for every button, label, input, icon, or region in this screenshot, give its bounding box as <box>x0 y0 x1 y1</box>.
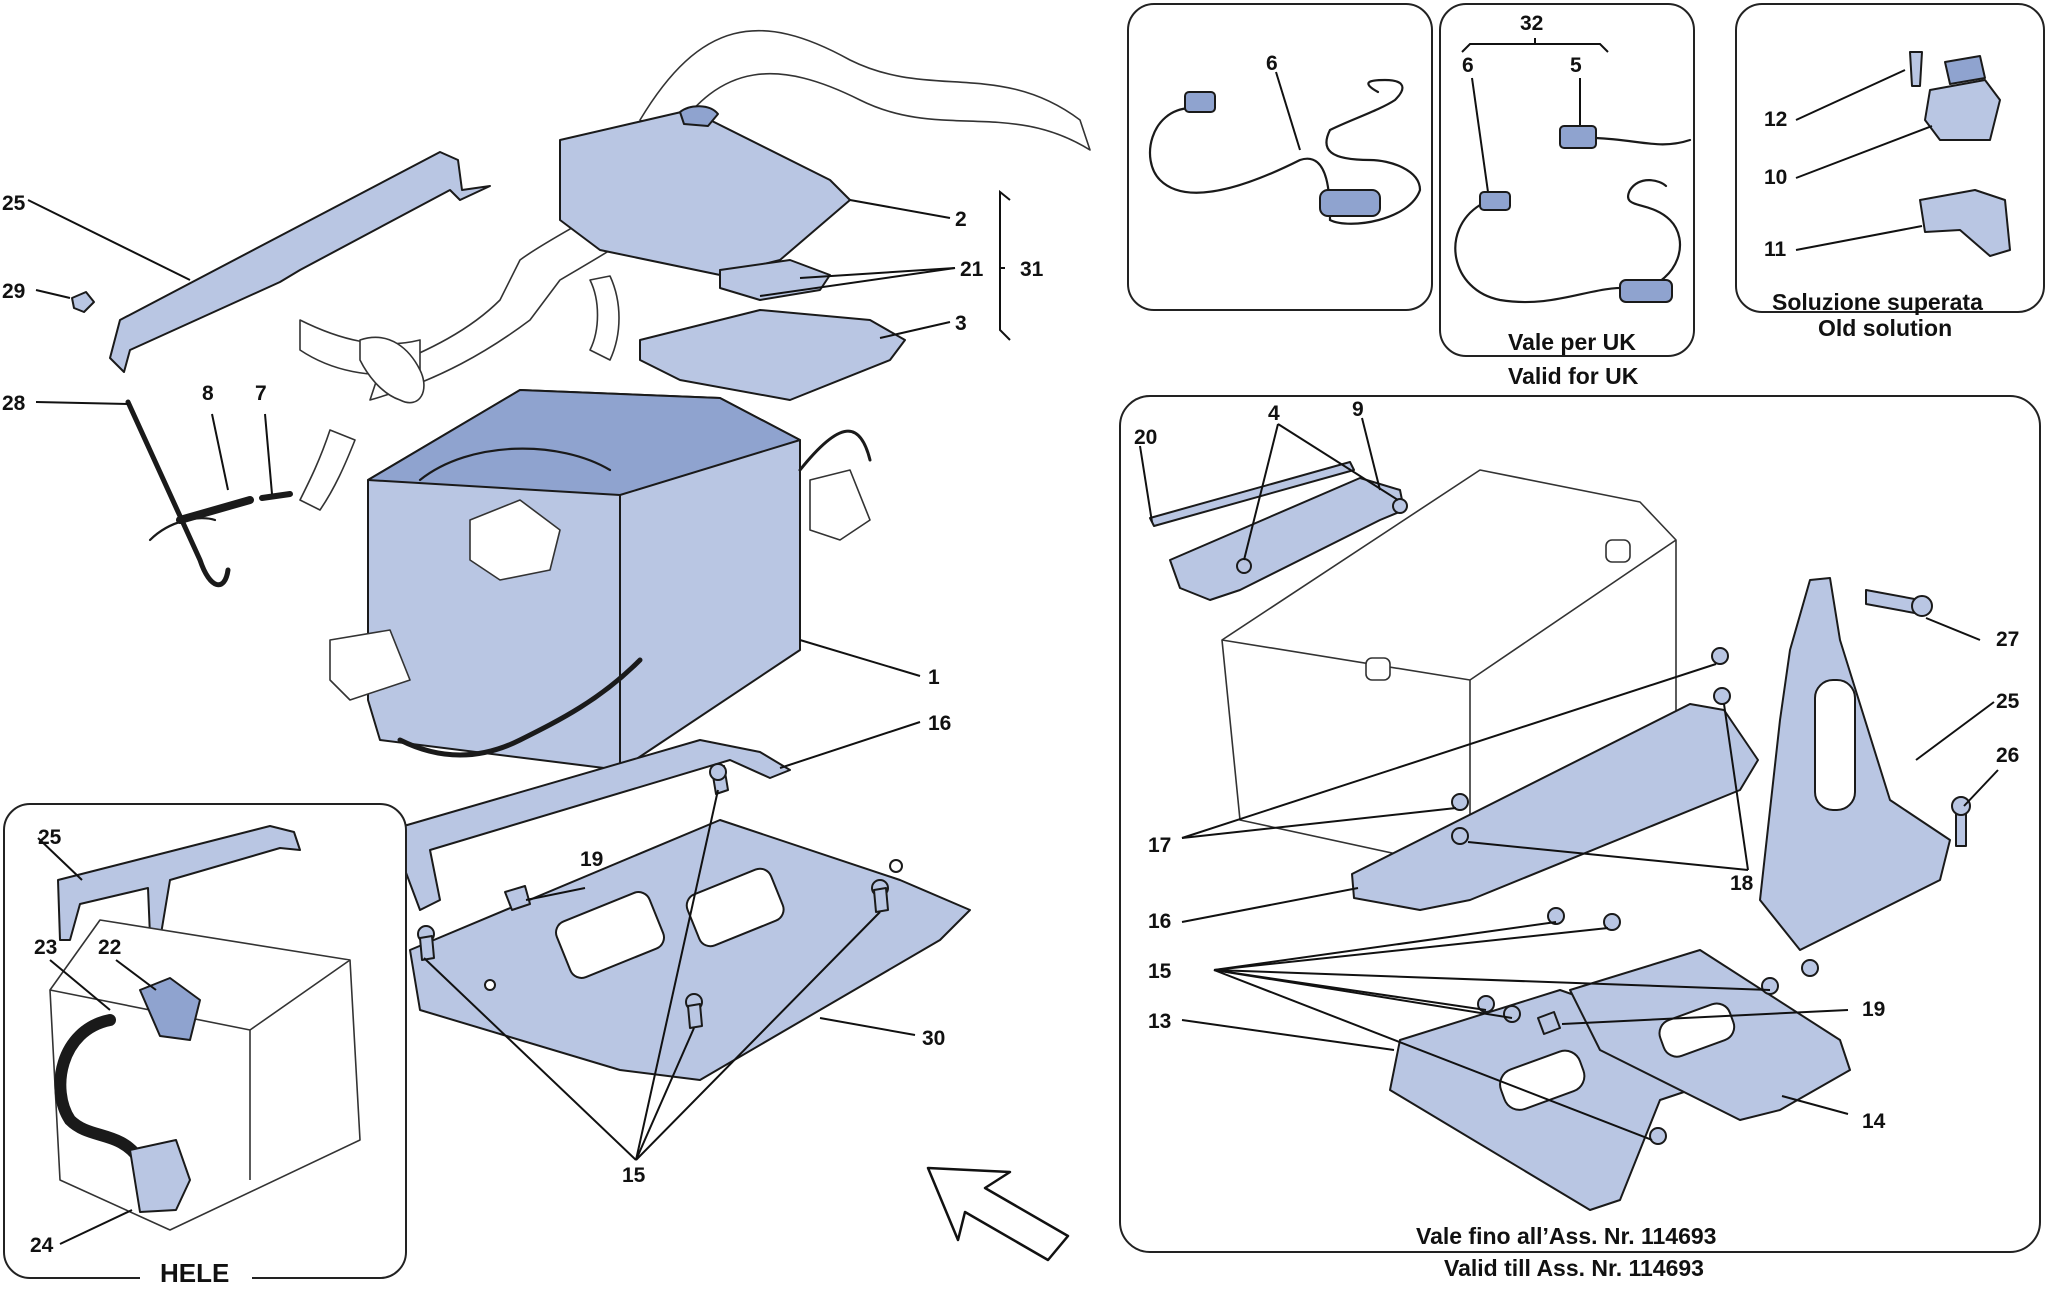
label-16-main: 16 <box>928 712 951 735</box>
caption-old-en: Old solution <box>1818 315 1952 341</box>
label-23: 23 <box>34 936 57 959</box>
part-22-terminal <box>139 977 201 1041</box>
label-10: 10 <box>1764 166 1787 189</box>
label-15-inset: 15 <box>1148 960 1172 983</box>
label-12: 12 <box>1764 108 1787 131</box>
caption-till-en: Valid till Ass. Nr. 114693 <box>1444 1255 1704 1281</box>
label-31: 31 <box>1020 258 1044 281</box>
label-16-inset: 16 <box>1148 910 1171 933</box>
label-1: 1 <box>928 666 940 689</box>
label-5: 5 <box>1570 54 1582 77</box>
part-16-inset-bracket <box>1351 703 1759 911</box>
part-12-screw <box>1909 51 1923 87</box>
label-15-main: 15 <box>622 1164 646 1187</box>
label-27: 27 <box>1996 628 2019 651</box>
label-26: 26 <box>1996 744 2019 767</box>
inset-uk-cable: 32 6 5 Vale per UK Valid for UK <box>1439 3 1695 389</box>
label-19-inset: 19 <box>1862 998 1885 1021</box>
label-18: 18 <box>1730 872 1754 895</box>
caption-uk-en: Valid for UK <box>1508 363 1639 389</box>
label-25-hele: 25 <box>38 826 62 849</box>
label-25-inset: 25 <box>1996 690 2020 713</box>
caption-hele: HELE <box>160 1258 229 1288</box>
label-8: 8 <box>202 382 214 405</box>
label-21: 21 <box>960 258 984 281</box>
label-13: 13 <box>1148 1010 1171 1033</box>
label-2: 2 <box>955 208 967 231</box>
label-14: 14 <box>1862 1110 1886 1133</box>
part-20-rod <box>1149 461 1355 527</box>
inset-hele: HELE 25 23 22 24 <box>3 803 407 1289</box>
label-29: 29 <box>2 280 25 303</box>
label-17: 17 <box>1148 834 1171 857</box>
part-16-bracket <box>389 739 791 911</box>
part-7-fitting <box>259 491 293 501</box>
label-9: 9 <box>1352 398 1364 421</box>
part-19-nut <box>504 885 531 911</box>
label-30: 30 <box>922 1027 945 1050</box>
label-25-main: 25 <box>2 192 26 215</box>
part-25-bracket <box>109 151 491 373</box>
label-11: 11 <box>1764 238 1787 261</box>
caption-old-it: Soluzione superata <box>1772 289 1983 315</box>
label-7: 7 <box>255 382 267 405</box>
part-9-bracket <box>1169 477 1405 601</box>
caption-uk-it: Vale per UK <box>1508 329 1636 355</box>
caption-till-it: Vale fino all’Ass. Nr. 114693 <box>1416 1223 1716 1249</box>
inset-charger-cable: 6 <box>1127 3 1433 311</box>
label-6a: 6 <box>1266 52 1278 75</box>
label-20: 20 <box>1134 426 1157 449</box>
part-24-clamp <box>129 1139 191 1213</box>
inset-valid-till: 20 4 9 27 25 26 17 18 16 15 13 19 14 Val… <box>1119 395 2041 1281</box>
charger-module-uk-icon <box>1619 279 1673 303</box>
charger-module-icon <box>1319 189 1381 217</box>
part-30-tray <box>409 819 971 1081</box>
part-10-terminal <box>1924 79 2001 141</box>
part-1-battery <box>329 389 872 771</box>
part-29-clip <box>71 291 95 313</box>
label-24: 24 <box>30 1234 54 1257</box>
part-28-rod <box>125 399 231 588</box>
label-4: 4 <box>1268 402 1280 425</box>
label-22: 22 <box>98 936 121 959</box>
main-view: 25 29 28 8 7 2 21 31 3 1 16 19 30 15 <box>2 29 1091 1262</box>
view-direction-arrow-icon <box>926 1166 1070 1262</box>
label-3: 3 <box>955 312 967 335</box>
inset-old-solution: 12 10 11 Soluzione superata Old solution <box>1735 3 2045 341</box>
part-19-inset-clip <box>1537 1011 1561 1035</box>
part-3-fusebox <box>639 309 906 401</box>
label-19-main: 19 <box>580 848 603 871</box>
part-11-bracket <box>1919 189 2011 257</box>
label-28: 28 <box>2 392 26 415</box>
part-8-hose <box>176 496 254 524</box>
label-6b: 6 <box>1462 54 1474 77</box>
label-32: 32 <box>1520 12 1543 35</box>
part-15-bolts <box>417 763 889 1029</box>
part-23-cable <box>54 1014 146 1166</box>
part-2-cover <box>559 109 851 276</box>
